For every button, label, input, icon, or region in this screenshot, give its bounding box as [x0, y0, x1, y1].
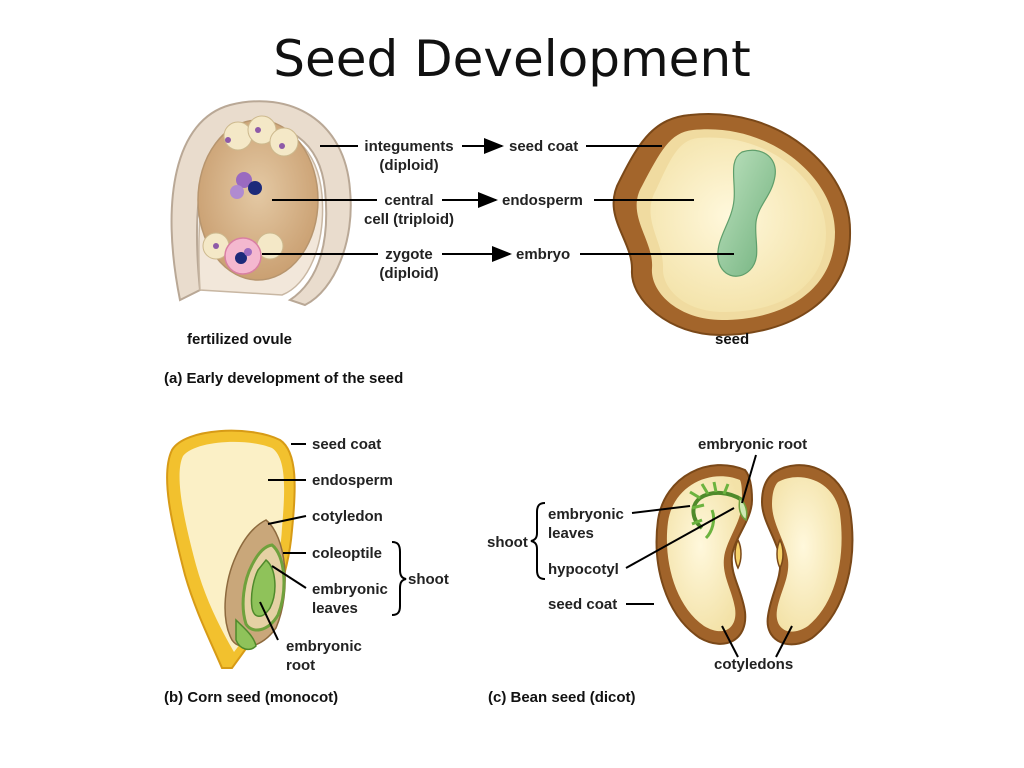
caption-fertilized-ovule: fertilized ovule: [187, 331, 292, 348]
caption-panel-b: (b) Corn seed (monocot): [164, 689, 338, 706]
caption-seed: seed: [715, 331, 749, 348]
label-zygote-ploidy: (diploid): [379, 265, 438, 282]
label-zygote: zygote: [385, 246, 433, 263]
caption-panel-c: (c) Bean seed (dicot): [488, 689, 636, 706]
antipodal-cell: [223, 121, 253, 151]
sperm-nucleus: [248, 181, 262, 195]
label-integuments-ploidy: (diploid): [379, 157, 438, 174]
polar-nucleus: [236, 172, 252, 188]
bean-seed-illustration: [655, 464, 854, 646]
label-bean-embryonic: embryonic: [548, 506, 624, 523]
label-corn-embryonic-root-2: root: [286, 657, 315, 674]
panel-c: embryonic root embryonic leaves shoot hy…: [487, 436, 854, 706]
label-bean-hypocotyl: hypocotyl: [548, 561, 619, 578]
fertilized-ovule-illustration: [170, 100, 352, 307]
label-bean-embryonic-root: embryonic root: [698, 436, 807, 453]
label-central: central: [384, 192, 433, 209]
label-corn-cotyledon: cotyledon: [312, 508, 383, 525]
caption-panel-a: (a) Early development of the seed: [164, 370, 403, 387]
label-integuments: integuments: [364, 138, 453, 155]
shoot-bracket-c: [530, 502, 546, 580]
label-seed-coat: seed coat: [509, 138, 578, 155]
label-bean-seed-coat: seed coat: [548, 596, 617, 613]
label-bean-leaves: leaves: [548, 525, 594, 542]
label-central-cell-ploidy: cell (triploid): [364, 211, 454, 228]
label-corn-embryonic: embryonic: [312, 581, 388, 598]
corn-embryonic-root: [235, 618, 257, 651]
corn-seed-illustration: [166, 429, 296, 669]
label-bean-cotyledons: cotyledons: [714, 656, 793, 673]
corn-embryonic-leaves: [250, 558, 276, 617]
antipodal-cell: [269, 127, 299, 157]
label-corn-seed-coat: seed coat: [312, 436, 381, 453]
label-endosperm: endosperm: [502, 192, 583, 209]
label-corn-leaves: leaves: [312, 600, 358, 617]
panel-b: seed coat endosperm cotyledon coleoptile…: [164, 429, 449, 706]
label-corn-embryonic-root-1: embryonic: [286, 638, 362, 655]
seed-illustration: [612, 112, 852, 337]
embryo: [717, 149, 776, 277]
label-bean-shoot: shoot: [487, 534, 528, 551]
label-corn-coleoptile: coleoptile: [312, 545, 382, 562]
label-corn-shoot: shoot: [408, 571, 449, 588]
bean-embryo: [689, 481, 748, 540]
slide-title: Seed Development: [273, 30, 751, 88]
bean-right-cotyledon: [772, 477, 842, 632]
label-embryo: embryo: [516, 246, 570, 263]
panel-a: integuments (diploid) seed coat central …: [164, 100, 852, 387]
label-corn-endosperm: endosperm: [312, 472, 393, 489]
shoot-bracket-b: [391, 541, 407, 616]
